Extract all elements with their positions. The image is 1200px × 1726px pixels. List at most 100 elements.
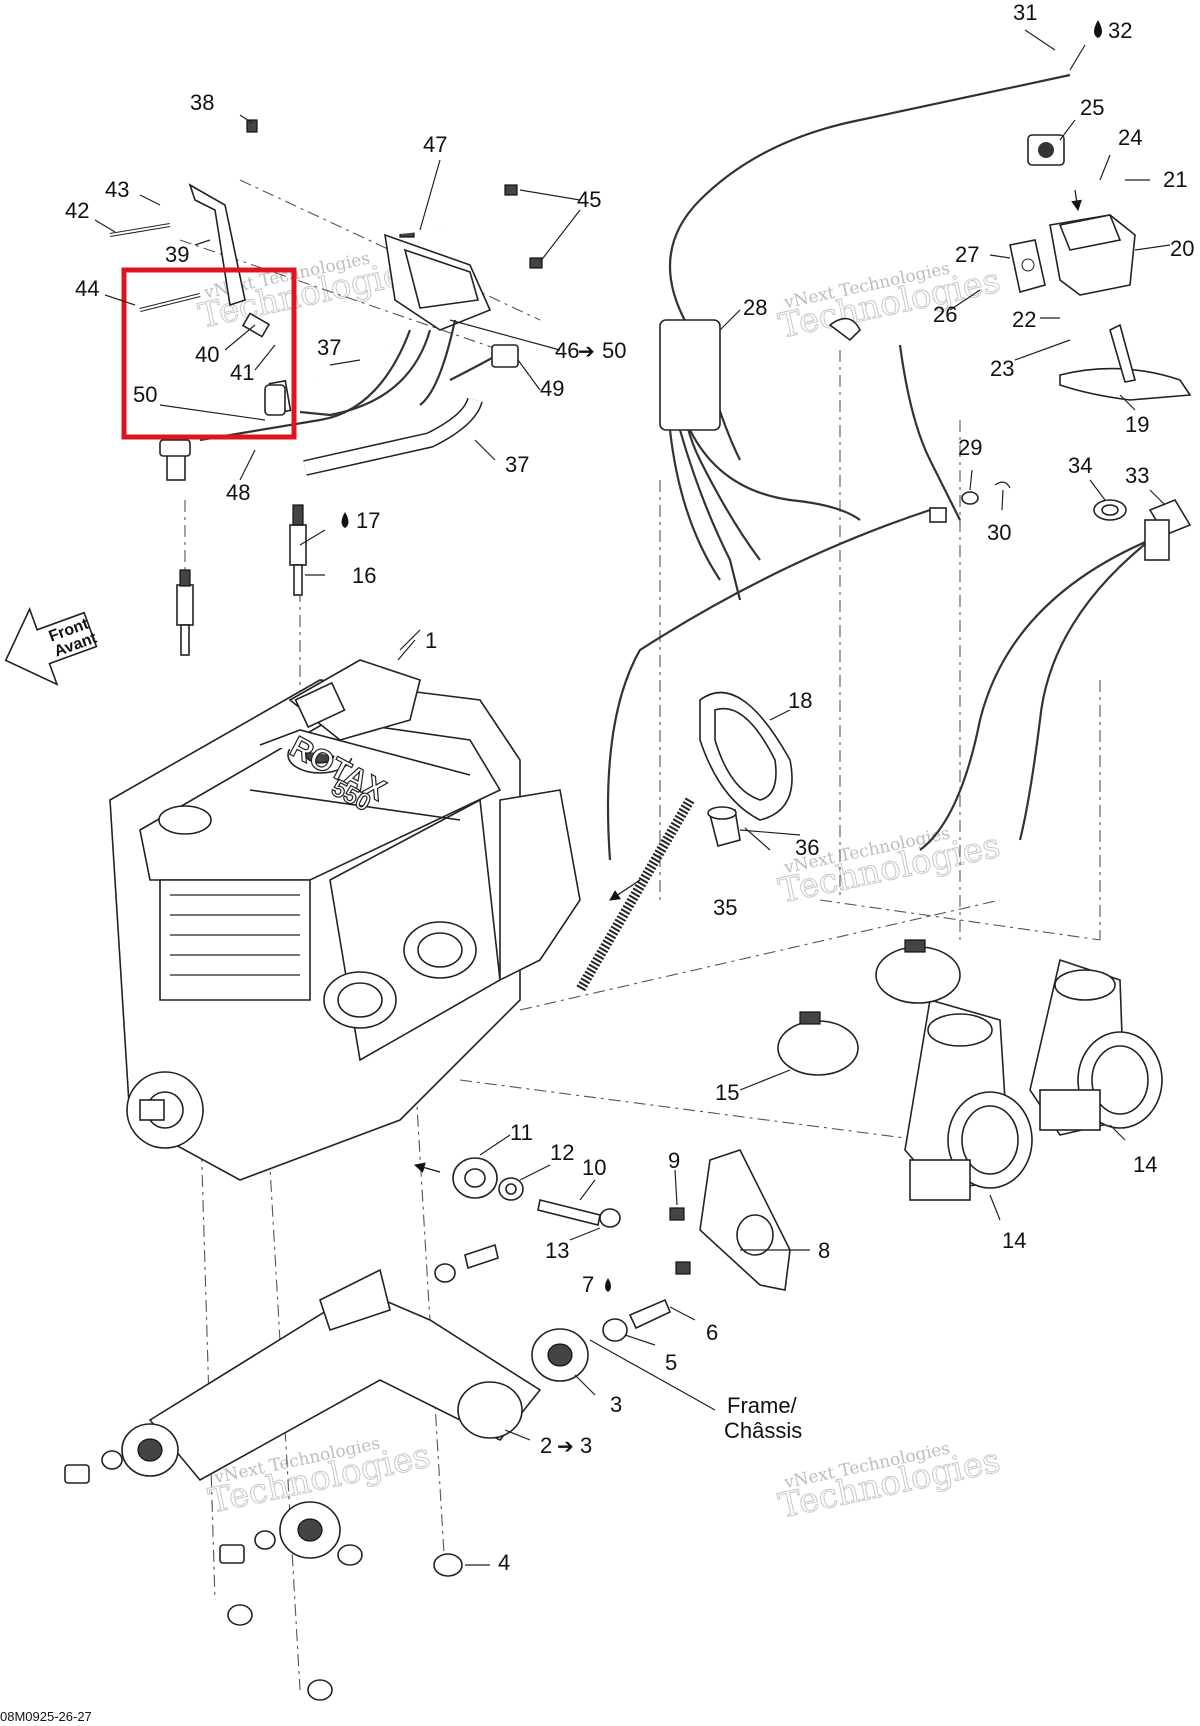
arrow-glyph-46-to-50: ➔	[578, 339, 595, 363]
plate-27	[1009, 239, 1046, 294]
callout-22: 22	[1012, 307, 1036, 332]
callout-4: 4	[498, 1550, 510, 1575]
wiring-harness	[659, 73, 1071, 601]
throttle-cable	[606, 508, 931, 861]
callout-8: 8	[818, 1238, 830, 1263]
sensor-40	[241, 312, 271, 338]
callout-50: 50	[133, 382, 157, 407]
callout-13: 13	[545, 1238, 569, 1263]
throttle-lever-19	[1059, 323, 1192, 401]
callout-48: 48	[226, 480, 250, 505]
callout-26: 26	[933, 302, 957, 327]
arrow-glyph-2-to-3: ➔	[557, 1434, 574, 1458]
throttle-housing	[1049, 214, 1136, 296]
callout-23: 23	[990, 356, 1014, 381]
callout-3: 3	[610, 1392, 622, 1417]
callout-14-left: 14	[1002, 1228, 1026, 1253]
nuts-45	[504, 184, 543, 269]
bolts-9	[669, 1207, 691, 1275]
rubber-stops-4	[227, 1544, 463, 1701]
callout-35: 35	[713, 895, 737, 920]
callout-5: 5	[665, 1350, 677, 1375]
callout-21: 21	[1163, 167, 1187, 192]
callout-2-to: 3	[580, 1433, 592, 1458]
spark-plug-left	[176, 569, 194, 656]
callout-15: 15	[715, 1080, 739, 1105]
callout-33: 33	[1125, 463, 1149, 488]
callout-37-lower: 37	[505, 452, 529, 477]
switch-25	[1027, 134, 1065, 166]
frame-label-line1: Frame/	[727, 1393, 798, 1418]
callout-39: 39	[165, 242, 189, 267]
oil-drop-icon-7	[605, 1278, 611, 1292]
hose-37-upper	[311, 343, 388, 386]
callout-24: 24	[1118, 125, 1142, 150]
callout-47: 47	[423, 132, 447, 157]
highlight-box	[121, 267, 297, 440]
callout-30: 30	[987, 520, 1011, 545]
front-mounts	[64, 1423, 341, 1564]
callout-11: 11	[510, 1120, 533, 1145]
callout-17: 17	[356, 508, 380, 533]
starter-handle	[699, 691, 793, 821]
mount-11	[452, 1157, 498, 1199]
callout-20: 20	[1170, 236, 1194, 261]
callout-42: 42	[65, 198, 89, 223]
callout-29: 29	[958, 435, 982, 460]
washers-29-30	[929, 481, 1011, 523]
callout-2: 2	[540, 1433, 552, 1458]
bolt-42	[109, 223, 171, 237]
mount-3	[531, 1328, 589, 1382]
callout-45: 45	[577, 187, 601, 212]
bracket-8	[699, 1149, 791, 1291]
rope-guide-36	[707, 806, 741, 847]
callout-1: 1	[425, 628, 437, 653]
hose-37-lower	[303, 397, 483, 476]
bracket-39	[188, 119, 258, 307]
drawing-code: 08M0925-26-27	[0, 1709, 92, 1724]
callout-14-right: 14	[1133, 1152, 1157, 1177]
callout-34: 34	[1068, 453, 1092, 478]
sensor-41	[264, 384, 286, 416]
callout-7: 7	[582, 1272, 594, 1297]
callout-27: 27	[955, 242, 979, 267]
callout-46: 46	[555, 338, 579, 363]
choke-cable	[919, 538, 1151, 851]
engine-cradle	[148, 1268, 542, 1482]
callout-19: 19	[1125, 412, 1149, 437]
callout-46-to: 50	[602, 338, 626, 363]
rope-guide-spring-35	[575, 797, 695, 993]
callout-38: 38	[190, 90, 214, 115]
front-direction-arrow: Front Avant	[4, 607, 100, 686]
callout-25: 25	[1080, 95, 1104, 120]
high-tension-wires	[199, 319, 457, 442]
callout-18: 18	[788, 688, 812, 713]
callout-28: 28	[743, 295, 767, 320]
connector-49	[449, 344, 519, 381]
callout-12: 12	[550, 1140, 574, 1165]
bolt-10	[537, 1199, 601, 1226]
watermark-bottom-right: vNext Technologies Technologies	[775, 1439, 1004, 1528]
leader-arrows	[413, 189, 1082, 1173]
callout-37-upper: 37	[317, 335, 341, 360]
callout-32: 32	[1108, 18, 1132, 43]
clamp-15-b	[777, 1011, 859, 1076]
ignition-coil	[384, 167, 492, 331]
callout-10: 10	[582, 1155, 606, 1180]
oil-drop-icon-32	[1094, 20, 1102, 38]
callout-40: 40	[195, 342, 219, 367]
carburetor-right	[1029, 958, 1163, 1136]
callout-43: 43	[105, 177, 129, 202]
nut-34	[1093, 499, 1127, 521]
oil-drop-icon-17	[341, 512, 349, 528]
frame-label-line2: Châssis	[724, 1418, 802, 1443]
nut-13	[599, 1208, 621, 1228]
callout-9: 9	[668, 1148, 680, 1173]
watermark-mid-right: vNext Technologies Technologies	[775, 824, 1004, 913]
callout-6: 6	[706, 1320, 718, 1345]
carburetor-left	[904, 998, 1033, 1201]
clip-23	[828, 317, 861, 342]
